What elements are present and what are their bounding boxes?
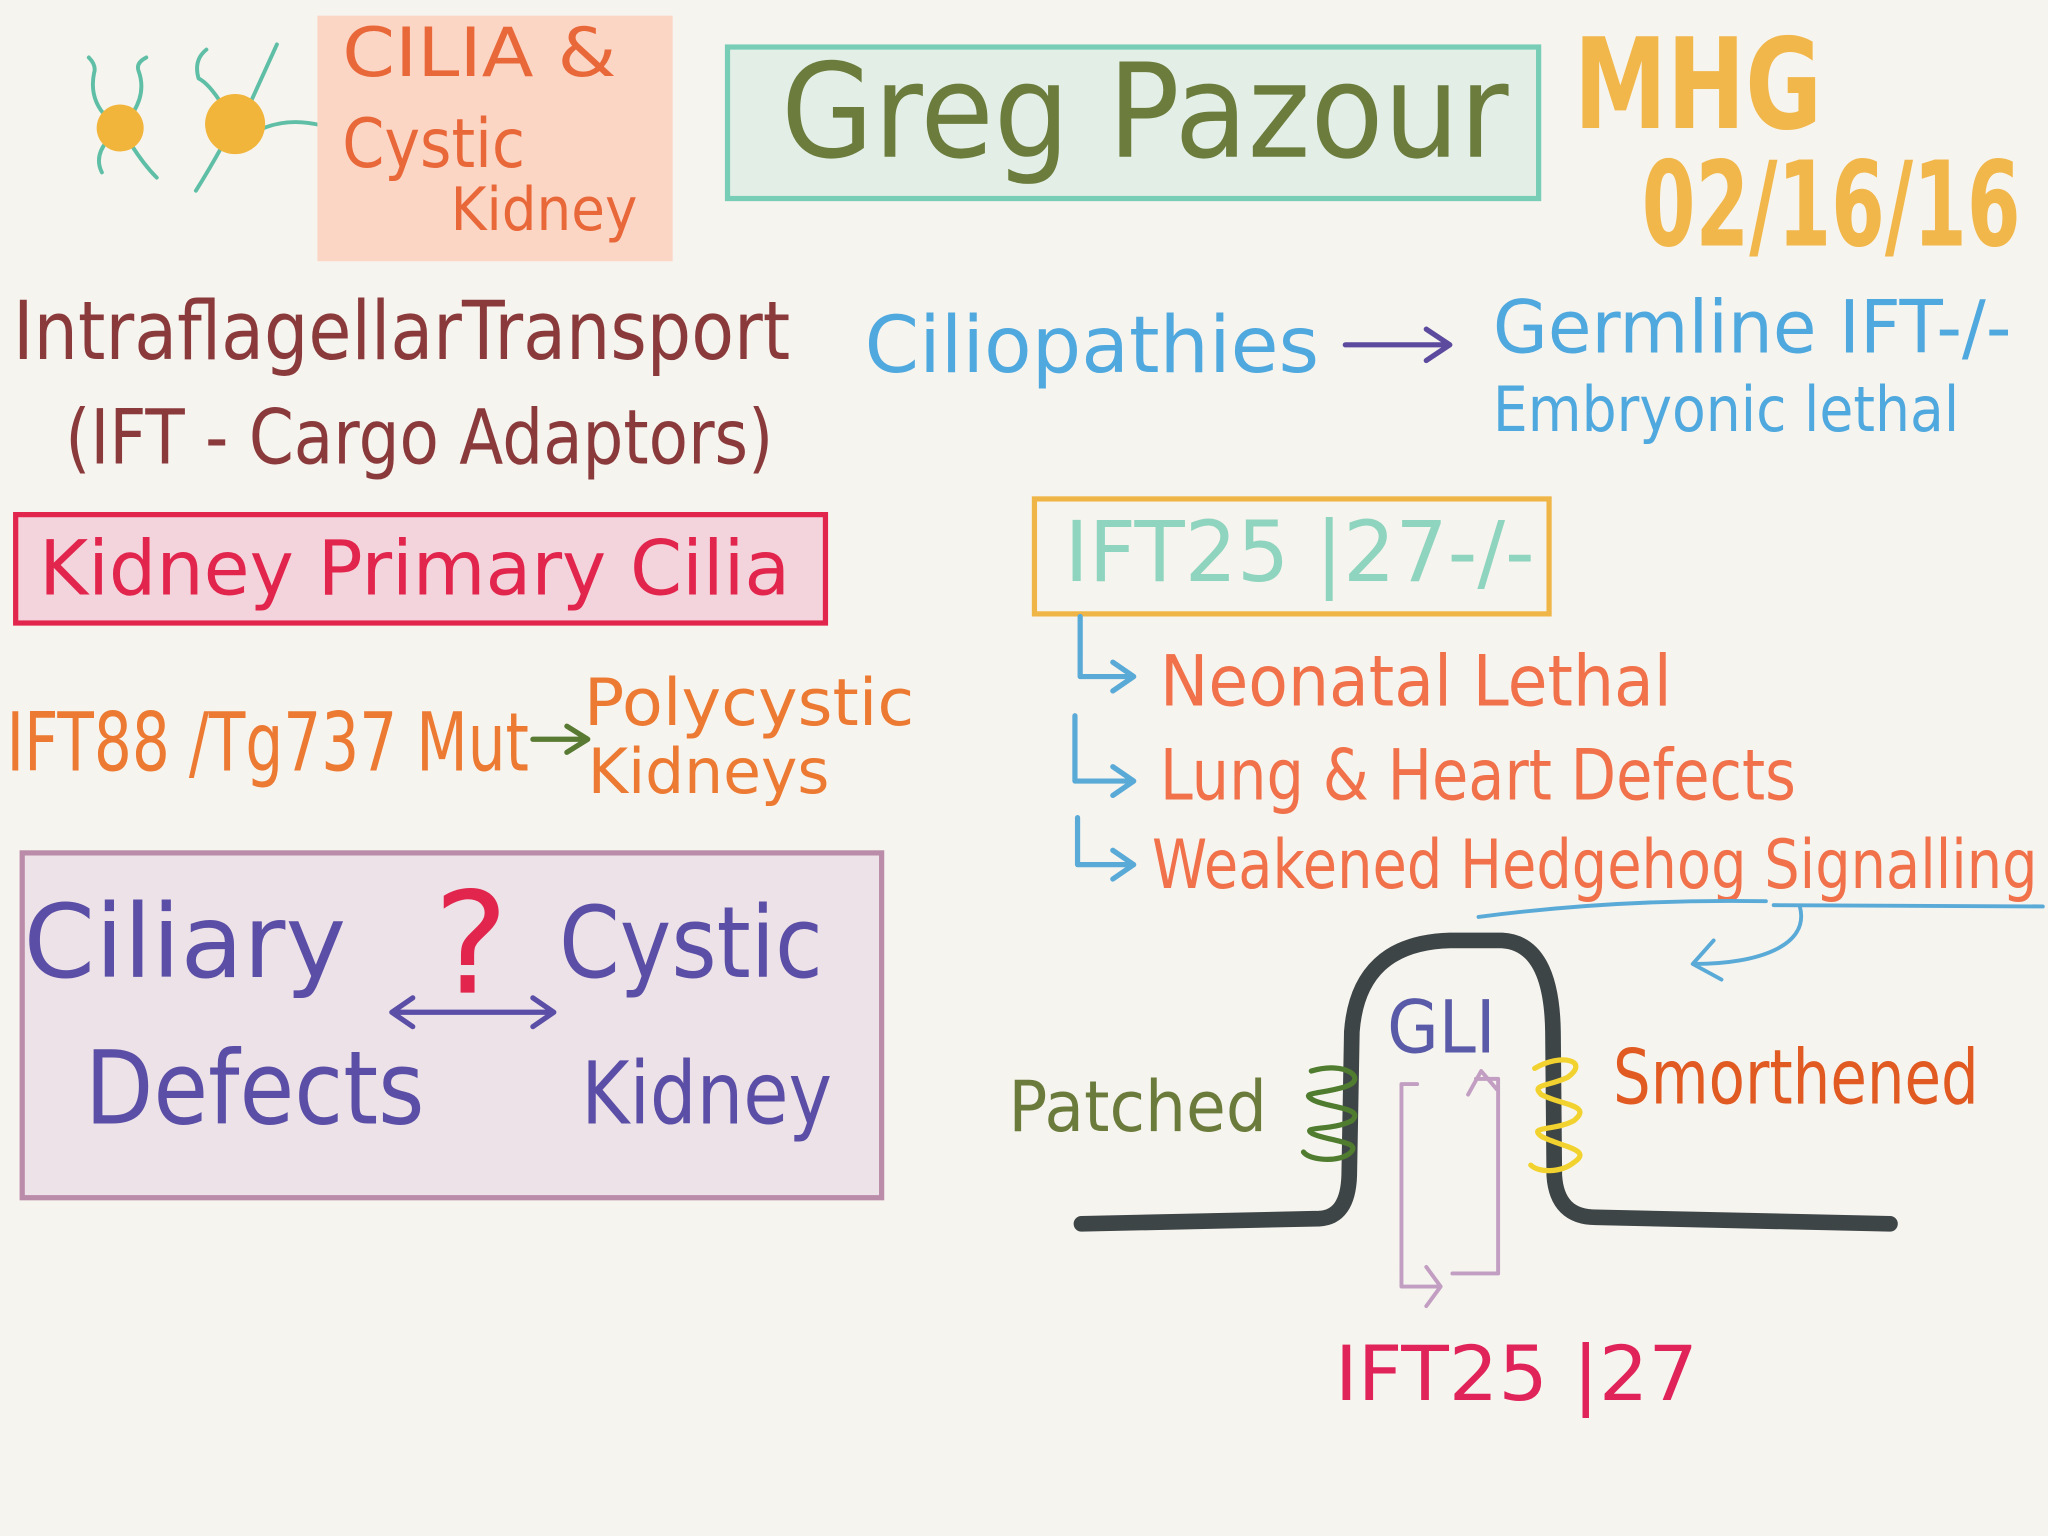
phenotype-lung-heart-defects: Lung & Heart Defects	[1160, 734, 1796, 816]
polycystic-kidneys-line2: Kidneys	[588, 735, 830, 808]
event-date: 02/16/16	[1642, 137, 2021, 274]
cystic-kidney-line1: Cystic	[559, 886, 823, 1001]
transport-loop-down	[1399, 1082, 1443, 1309]
topic-title-line1: CILIA &	[342, 14, 616, 93]
question-mark: ?	[434, 863, 509, 1027]
phenotype-neonatal-lethal: Neonatal Lethal	[1160, 640, 1672, 722]
mutant-arrow	[530, 723, 591, 755]
ciliary-defects-line1: Ciliary	[24, 883, 347, 1002]
cystic-kidney-line2: Kidney	[581, 1044, 832, 1144]
ciliopathies-arrow	[1342, 326, 1453, 364]
ift25-27-transport-label: IFT25 |27	[1335, 1330, 1698, 1419]
phenotype-weakened-hedgehog: Weakened Hedgehog Signalling	[1152, 826, 2038, 905]
kidney-primary-cilia-box	[13, 511, 829, 626]
double-arrow	[389, 995, 557, 1030]
patched-receptor	[1300, 1065, 1358, 1162]
embryonic-lethal-label: Embryonic lethal	[1493, 373, 1959, 446]
smoothened-label: Smorthened	[1613, 1034, 1979, 1122]
hedgehog-underline	[1476, 898, 2045, 919]
ciliary-defects-line2: Defects	[85, 1029, 425, 1148]
cilia-hair	[86, 42, 324, 193]
gli-label: GLI	[1387, 986, 1495, 1071]
transport-loop-up	[1450, 1069, 1501, 1276]
cilia-cell-body	[96, 104, 144, 152]
cilia-illustration	[86, 42, 324, 193]
phenotype-arrow-1	[1077, 613, 1137, 694]
ift25-27-box	[1031, 496, 1552, 617]
topic-box	[317, 15, 673, 262]
germline-label: Germline IFT-/-	[1493, 286, 2012, 371]
speaker-name: Greg Pazour	[781, 36, 1509, 188]
ift-heading: IntraflagellarTransport	[13, 285, 790, 379]
speaker-box	[724, 44, 1542, 202]
cilia-cell-body	[205, 94, 266, 155]
event-name: MHG	[1574, 12, 1822, 158]
polycystic-kidneys-line1: Polycystic	[584, 665, 914, 741]
phenotype-arrow-2	[1072, 713, 1137, 799]
ift-subheading: (IFT - Cargo Adaptors)	[65, 394, 773, 482]
smoothened-receptor	[1528, 1057, 1583, 1174]
kidney-primary-cilia-label: Kidney Primary Cilia	[39, 524, 790, 612]
ciliopathies-label: Ciliopathies	[865, 300, 1320, 391]
question-box	[19, 850, 885, 1201]
patched-label: Patched	[1008, 1066, 1267, 1148]
cilium-diagram: GLI Patched Smorthened IFT25 |27	[1008, 932, 1979, 1419]
phenotype-arrow-3	[1074, 815, 1137, 882]
topic-title-line2: Cystic	[342, 105, 525, 184]
ift25-27-label: IFT25 |27-/-	[1064, 503, 1534, 601]
hedgehog-to-cilium-arrow	[1690, 904, 1804, 982]
cilium-membrane	[1073, 932, 1898, 1232]
topic-title-line3: Kidney	[451, 175, 638, 245]
ift88-mutant-label: IFT88 /Tg737 Mut	[7, 697, 529, 791]
